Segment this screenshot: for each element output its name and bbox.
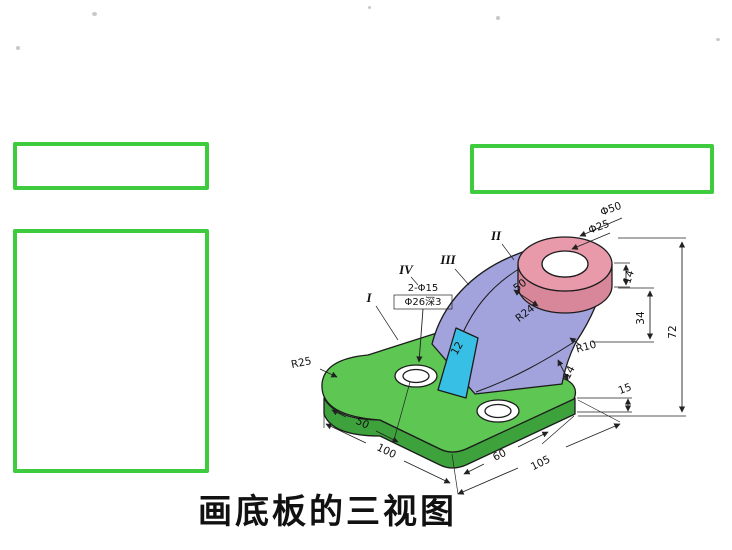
label-dim-12-rib: 12	[449, 340, 466, 358]
arm-face-curve-line	[475, 341, 575, 393]
base-front-face	[323, 397, 576, 469]
scan-speck	[368, 6, 371, 9]
label-numeral-3: III	[439, 252, 456, 267]
label-radius-25: R25	[290, 355, 313, 371]
scan-speck	[16, 46, 20, 50]
left-top-frame	[13, 142, 209, 190]
label-dim-15: 15	[617, 381, 634, 397]
caption: 画底板的三视图	[198, 494, 457, 531]
label-counterbore-note: Φ26深3	[405, 296, 442, 308]
boss-ring	[517, 236, 613, 314]
label-numeral-2: II	[490, 228, 502, 243]
label-dim-50-base: 50	[354, 415, 371, 432]
label-dim-60: 60	[491, 447, 508, 464]
dimension-lines	[319, 217, 686, 495]
bore-hole-right	[484, 403, 512, 419]
label-dim-105: 105	[529, 453, 552, 473]
counterbore-note-box	[393, 294, 453, 310]
label-dim-14-arm: 14	[561, 364, 578, 382]
label-numeral-4: IV	[398, 262, 414, 277]
scan-speck	[716, 38, 720, 41]
label-dim-100: 100	[375, 442, 398, 462]
rib	[437, 327, 479, 399]
label-dim-14-ring: 14	[621, 269, 637, 286]
label-dia-50: Φ50	[599, 200, 623, 219]
label-dim-72: 72	[667, 325, 679, 338]
left-bottom-frame	[13, 229, 209, 473]
label-holes-note: 2-Φ15	[408, 283, 439, 294]
bore-hole-left	[402, 368, 430, 384]
scan-speck	[92, 12, 97, 16]
label-dim-34: 34	[635, 311, 647, 325]
scan-speck	[496, 16, 500, 20]
isometric-drawing: Φ50 Φ25 II III IV I 2-Φ15 Φ26深3 50 R24 R…	[290, 200, 686, 495]
label-radius-10: R10	[575, 339, 598, 356]
right-top-frame	[470, 144, 714, 194]
label-numeral-1: I	[365, 290, 372, 305]
ring-hole-inner-wall	[542, 267, 588, 278]
